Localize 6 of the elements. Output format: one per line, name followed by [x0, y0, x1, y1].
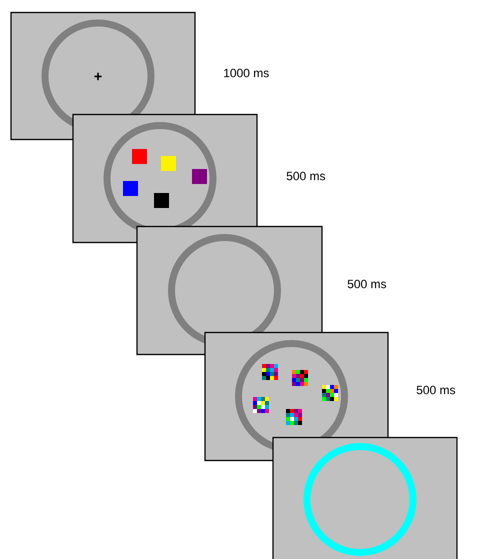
duration-label: 500 ms: [348, 280, 386, 288]
fixation-cross: +: [94, 72, 102, 80]
display-frame: [272, 436, 458, 559]
duration-label: 1000 ms: [224, 68, 269, 78]
duration-label: 500 ms: [286, 172, 326, 180]
duration-label: 500 ms: [416, 386, 456, 394]
